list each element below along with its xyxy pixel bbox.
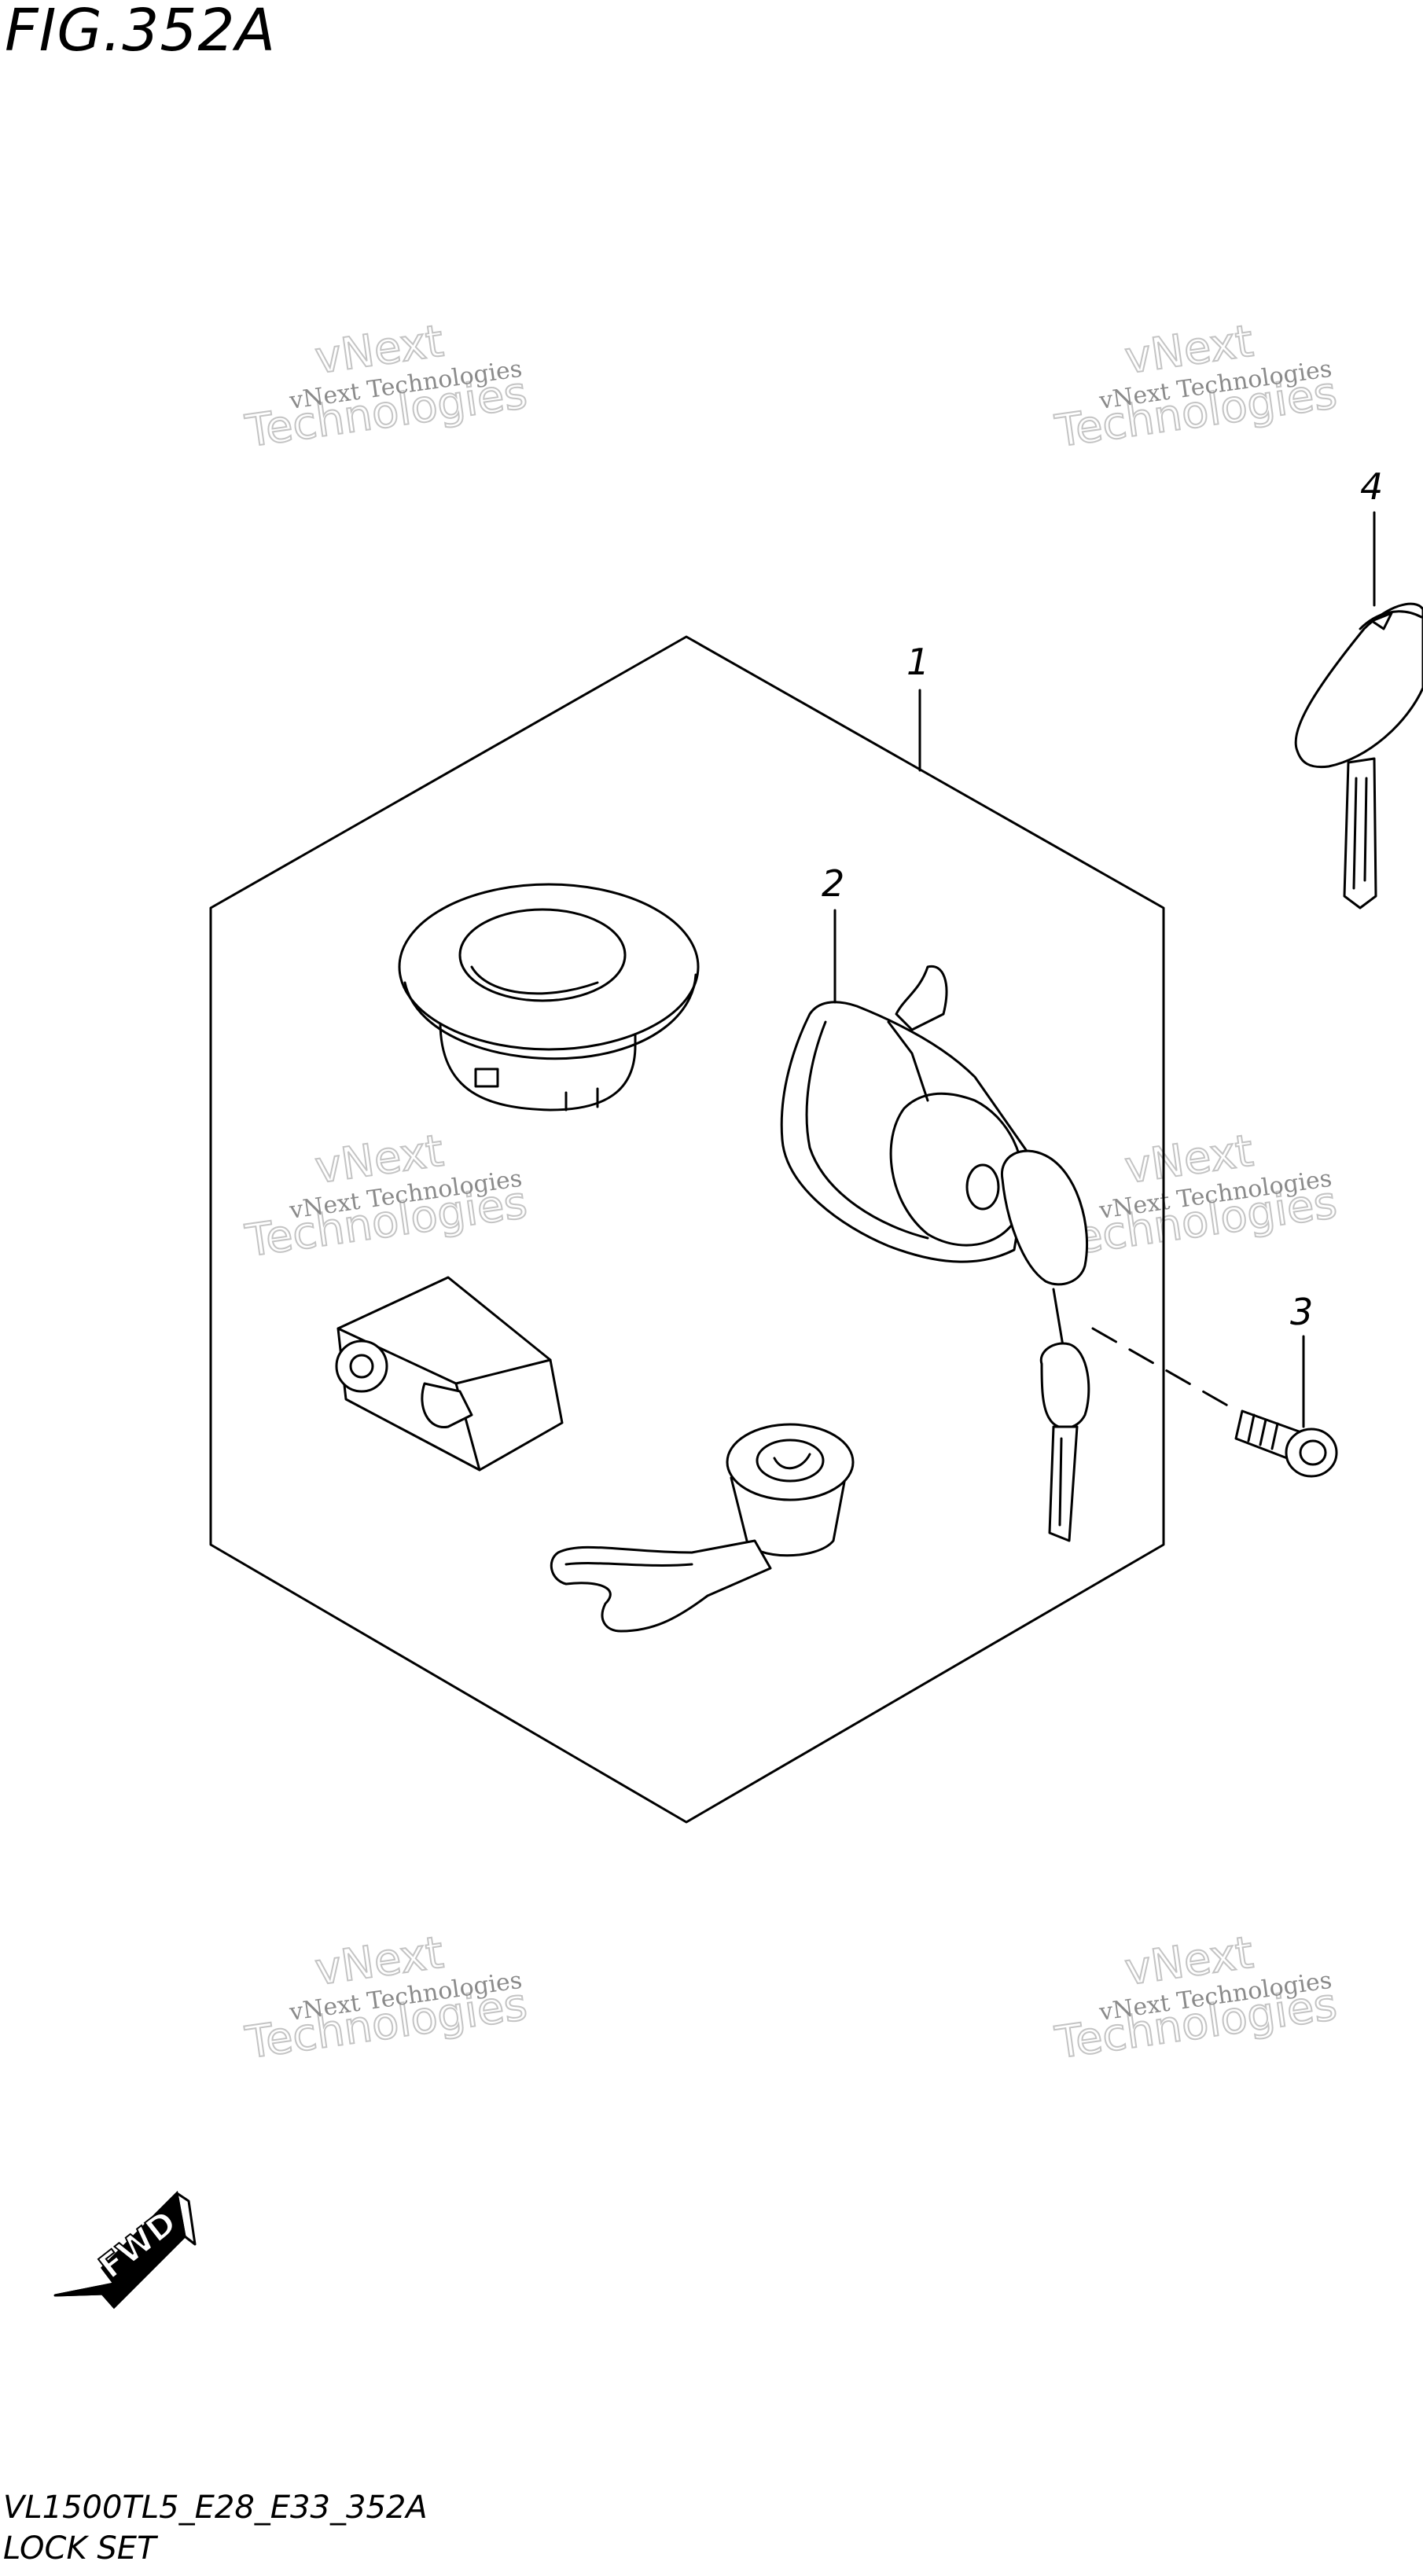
seat-lock-part: [780, 965, 1090, 1542]
callout-2: 2: [822, 862, 844, 905]
kit-boundary-hexagon: [209, 635, 1165, 1824]
model-code-label: VL1500TL5_E28_E33_352A: [3, 2490, 428, 2526]
watermark-bottom-left: vNext Technologies vNext Technologies: [241, 1927, 531, 2070]
callout-1: 1: [906, 641, 929, 683]
latch-block-part: [335, 1276, 564, 1472]
ignition-key-part: [1294, 602, 1423, 910]
fwd-direction-arrow: FWD: [53, 2190, 197, 2310]
watermark-bottom-right: vNext Technologies vNext Technologies: [1051, 1927, 1340, 2070]
watermark-top-left: vNext Technologies vNext Technologies: [241, 315, 531, 458]
watermark-mid-left: vNext Technologies vNext Technologies: [241, 1125, 531, 1268]
watermark-top-right: vNext Technologies vNext Technologies: [1051, 315, 1340, 458]
callout-4: 4: [1360, 465, 1383, 508]
bolt-guide-line: [1091, 1327, 1232, 1409]
fuel-cap-part: [398, 883, 700, 1112]
section-name-label: LOCK SET: [3, 2530, 156, 2567]
helmet-lock-part: [550, 1423, 855, 1633]
callout-3: 3: [1290, 1291, 1313, 1333]
figure-title: FIG.352A: [5, 0, 277, 64]
bolt-part: [1234, 1409, 1338, 1478]
